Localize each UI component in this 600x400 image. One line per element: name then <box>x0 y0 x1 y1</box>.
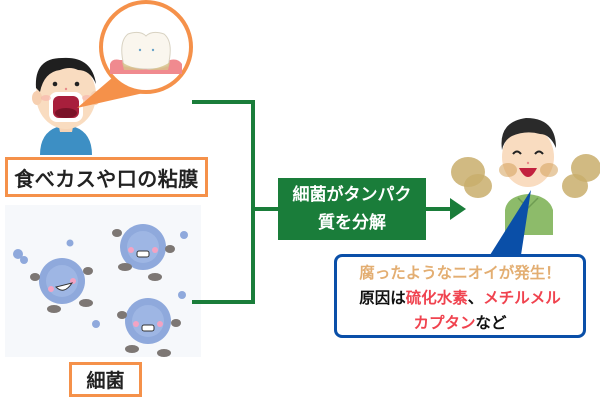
bacterium <box>112 224 175 281</box>
bacteria-text: 細菌 <box>86 370 125 392</box>
boy-open-mouth-illustration <box>32 57 100 155</box>
compound-methyl-mercaptan-part1: メチルメル <box>483 289 561 307</box>
result-cause-line-2: カプタンなど <box>337 311 583 336</box>
bacterium-small <box>13 249 23 259</box>
man-bad-breath-illustration <box>451 118 600 235</box>
result-cause-line: 原因は硫化水素、メチルメル <box>337 286 583 311</box>
bacterium-small <box>66 239 74 247</box>
separator: 、 <box>467 289 484 307</box>
callout-tail <box>490 190 531 255</box>
compound-hydrogen-sulfide: 硫化水素 <box>405 289 468 307</box>
compound-methyl-mercaptan-part2: カプタン <box>413 314 476 332</box>
bacterium <box>30 258 93 313</box>
bacterium-small <box>180 231 188 239</box>
bacterium <box>117 298 181 357</box>
result-headline: 腐ったようなニオイが発生！ <box>359 264 561 282</box>
cause-prefix: 原因は <box>359 289 406 307</box>
process-line-2: 質を分解 <box>318 213 386 233</box>
tooth-bubble <box>99 0 193 94</box>
bacteria-illustration <box>13 224 188 357</box>
process-box: 細菌がタンパク 質を分解 <box>278 178 426 240</box>
food-debris-text: 食べカスや口の粘膜 <box>14 166 199 191</box>
cause-suffix: など <box>475 314 507 332</box>
connector-lines <box>192 100 452 304</box>
food-debris-label: 食べカスや口の粘膜 <box>5 157 208 197</box>
bacterium-small <box>92 320 100 328</box>
arrow-head-icon <box>450 198 466 220</box>
result-callout: 腐ったようなニオイが発生！ 原因は硫化水素、メチルメル カプタンなど <box>334 254 586 338</box>
bacterium-small <box>20 256 28 264</box>
bacteria-label: 細菌 <box>69 362 142 397</box>
process-line-1: 細菌がタンパク <box>292 185 412 205</box>
connector-top <box>192 100 255 304</box>
bacterium-small <box>178 291 186 299</box>
